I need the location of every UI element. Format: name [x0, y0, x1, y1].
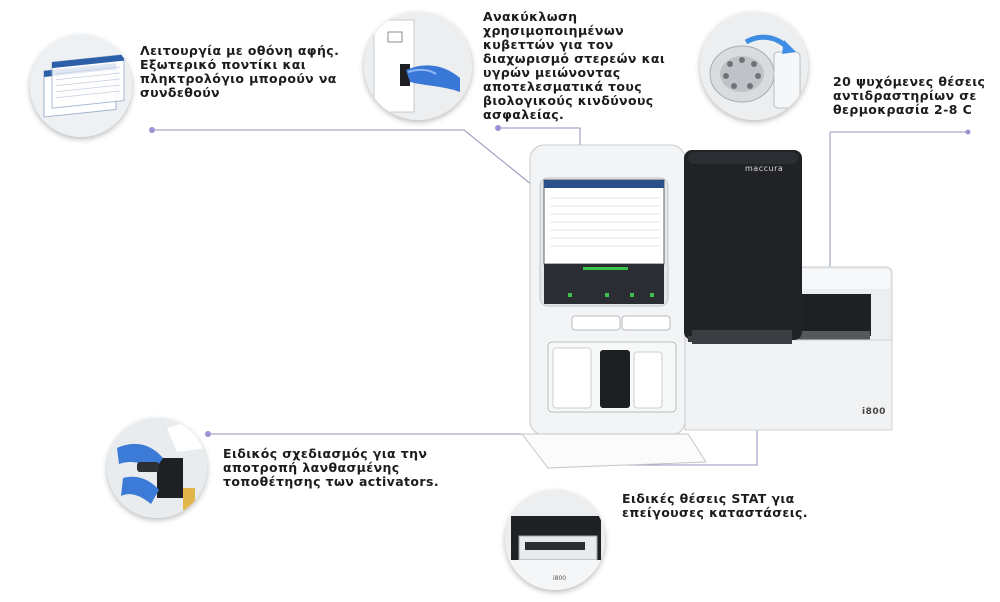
cuvette-recycling-caption: Ανακύκλωση χρησιμοποιημένων κυβεττών για…: [483, 9, 666, 122]
stat-caption: Ειδικές θέσεις STAT για επείγουσες κατασ…: [622, 491, 808, 520]
reagent-cooling-caption: 20 ψυχόμενες θέσεις αντιδραστηρίων σε θε…: [833, 74, 986, 117]
touchscreen-caption: Λειτουργία με οθόνη αφής. Εξωτερικό ποντ…: [140, 43, 340, 100]
reagent-carousel-thumbnail: [700, 12, 808, 120]
activator-thumbnail: [107, 418, 207, 518]
model-label: i800: [862, 407, 886, 417]
svg-text:i800: i800: [553, 575, 566, 582]
cuvette-recycling-thumbnail: [364, 12, 472, 120]
stat-position-thumbnail: i800: [505, 490, 605, 590]
brand-label: maccura: [745, 164, 784, 173]
activator-caption: Ειδικός σχεδιασμός για την αποτροπή λανθ…: [223, 446, 439, 489]
touchscreen-thumbnail: [30, 35, 132, 137]
